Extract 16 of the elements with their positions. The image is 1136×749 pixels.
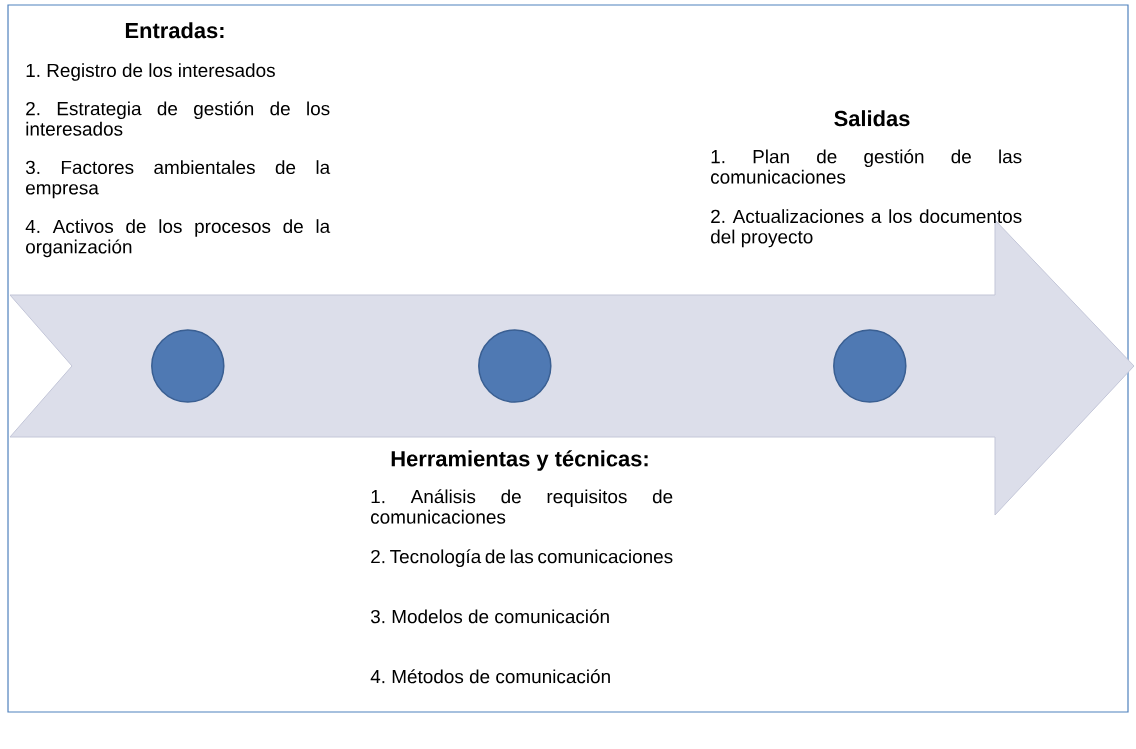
- heading: Entradas:: [125, 22, 224, 39]
- list-item: 3. Factores ambientales de la empresa: [25, 160, 331, 199]
- list-item: 4. Activos de los procesos de la organización: [25, 219, 331, 258]
- list-item: 2. Tecnología de las comunicaciones: [371, 549, 673, 568]
- list-item: 2. Estrategia de gestión de los interesados: [26, 101, 330, 136]
- list-item: 4. Métodos de comunicación: [370, 669, 610, 684]
- list-item: 1. Registro de los interesados: [26, 63, 275, 81]
- circle: [833, 329, 907, 403]
- list-item: 1. Análisis de requisitos de comunicaciones: [371, 489, 673, 524]
- heading: Salidas: [834, 110, 910, 127]
- circle: [151, 329, 225, 403]
- list-item: 3. Modelos de comunicación: [370, 609, 609, 624]
- list-item: 1. Plan de gestión de las comunicaciones: [711, 149, 1022, 184]
- heading: Herramientas y técnicas:: [391, 450, 648, 471]
- list-item: 2. Actualizaciones a los documentos del proyecto: [711, 209, 1022, 248]
- circle: [478, 329, 552, 403]
